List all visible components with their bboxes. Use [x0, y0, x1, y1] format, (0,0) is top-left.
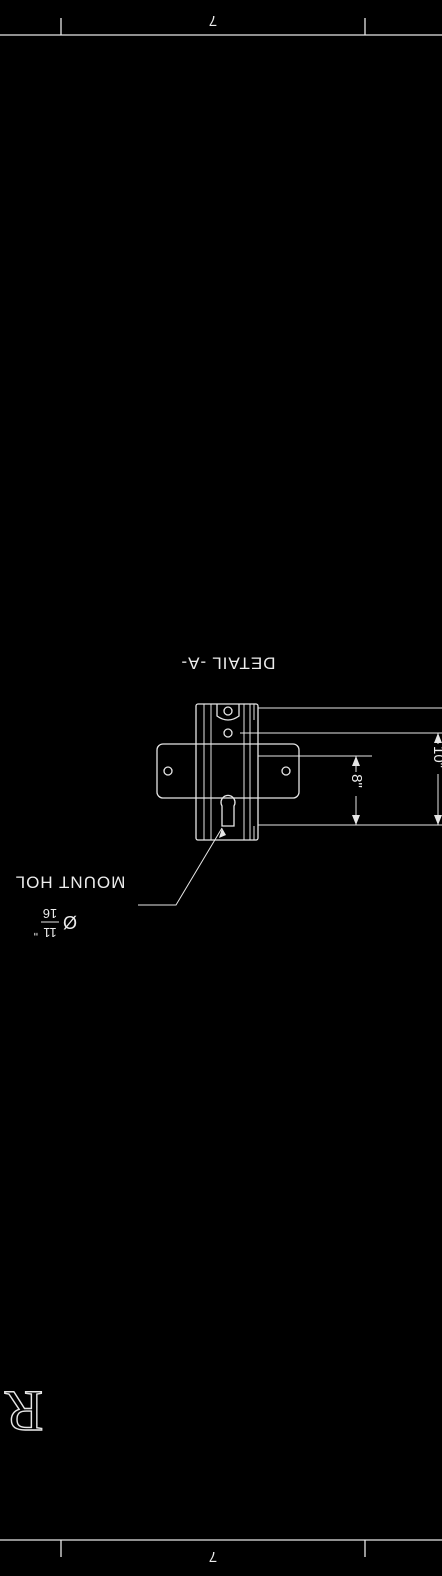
dimension-8-arrow-top	[352, 756, 360, 766]
mount-hole-leader	[138, 827, 226, 906]
mount-hole-size-denominator: 16	[43, 906, 57, 921]
mount-hole-label: MOUNT HOL	[15, 873, 126, 892]
dimension-8-label: 8"	[348, 774, 365, 788]
bracket-hole-left	[163, 766, 173, 776]
mount-hole-size-inch: "	[34, 924, 38, 938]
mount-hole-leader-line	[138, 827, 223, 906]
mount-hole-callout: MOUNT HOL 11 16 " Ø	[15, 873, 126, 940]
dimension-partial-label: 10"	[430, 746, 442, 768]
keyhole-slot	[220, 794, 236, 827]
top-zone-marker: 7	[209, 12, 217, 29]
detail-title: DETAIL -A-	[180, 654, 275, 673]
dimension-partial-arrow-bottom	[434, 815, 442, 825]
rail-top-notch	[216, 704, 240, 721]
rail-assembly	[156, 703, 300, 841]
bracket-plate	[156, 743, 300, 799]
bracket-hole-right	[281, 766, 291, 776]
mount-hole-size-numerator: 11	[43, 925, 57, 940]
extension-lines	[240, 707, 442, 826]
title-block-logo: R	[4, 1378, 44, 1444]
top-border-strip: 7	[0, 12, 442, 36]
rail-hole-2	[223, 728, 233, 738]
dimension-partial-arrow-top	[434, 733, 442, 743]
dimension-8-arrow-bottom	[352, 815, 360, 825]
bottom-border-strip: 7	[0, 1539, 442, 1565]
dimension-partial-label-bg	[427, 744, 442, 774]
diameter-symbol: Ø	[63, 912, 77, 932]
rail-hole-1	[223, 706, 233, 716]
dimension-8: 8"	[348, 756, 365, 825]
mount-hole-size: 11 16 " Ø	[34, 906, 77, 940]
dimension-8-label-bg	[348, 772, 364, 796]
logo-fragment: R	[4, 1379, 43, 1444]
bottom-zone-marker: 7	[209, 1548, 217, 1565]
rail-outer	[195, 703, 259, 841]
dimension-partial: 10"	[427, 733, 442, 825]
mount-hole-leader-arrow	[219, 828, 226, 838]
